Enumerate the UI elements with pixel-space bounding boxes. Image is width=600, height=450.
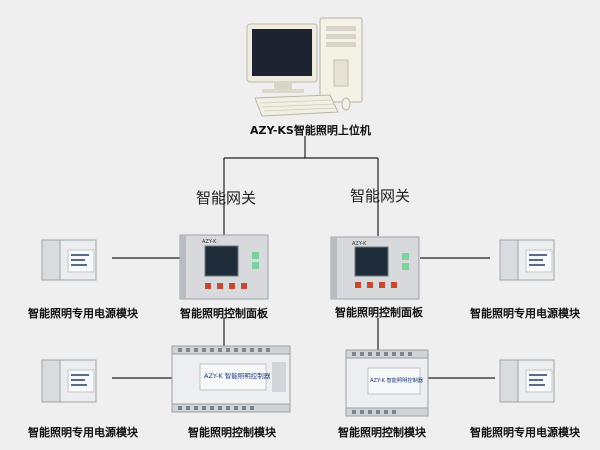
power-label-top-right: 智能照明专用电源模块 — [470, 307, 580, 320]
control-module-left: AZY-K 智能照明控制器 — [171, 345, 291, 413]
svg-text:AZY-K 智能照明控制器: AZY-K 智能照明控制器 — [370, 376, 424, 384]
control-module-right: AZY-K 智能照明控制器 — [345, 349, 429, 417]
svg-text:AZY-K: AZY-K — [202, 239, 217, 245]
gateway-label-right: 智能网关 — [350, 187, 411, 205]
power-module-top-left — [41, 239, 97, 281]
power-label-bottom-left: 智能照明专用电源模块 — [28, 426, 138, 439]
panel-label-right: 智能照明控制面板 — [335, 306, 423, 319]
module-label-right: 智能照明控制模块 — [338, 426, 426, 439]
connection-lines — [112, 136, 495, 379]
svg-text:AZY-K 智能照明控制器: AZY-K 智能照明控制器 — [204, 371, 271, 380]
power-module-bottom-right — [499, 359, 555, 403]
pc-label: AZY-KS智能照明上位机 — [250, 124, 371, 137]
svg-text:AZY-K: AZY-K — [352, 241, 367, 247]
power-module-top-right — [499, 239, 555, 281]
power-module-bottom-left — [41, 359, 97, 403]
control-panel-right: AZY-K — [330, 236, 420, 300]
computer-icon — [246, 17, 363, 117]
gateway-label-left: 智能网关 — [196, 189, 257, 207]
power-label-top-left: 智能照明专用电源模块 — [28, 307, 138, 320]
control-panel-left: AZY-K — [179, 234, 269, 300]
module-label-left: 智能照明控制模块 — [188, 426, 276, 439]
power-label-bottom-right: 智能照明专用电源模块 — [470, 426, 580, 439]
panel-label-left: 智能照明控制面板 — [180, 307, 268, 320]
